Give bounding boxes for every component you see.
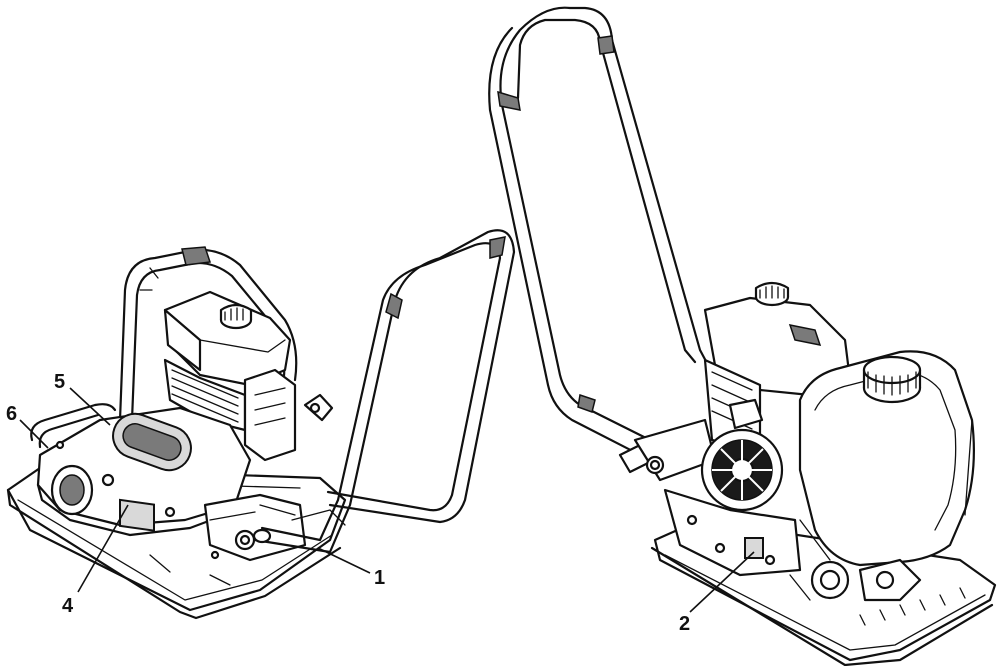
leader-1 xyxy=(317,547,371,574)
left-callouts: 1 4 5 6 xyxy=(6,371,385,617)
left-belt-guard xyxy=(36,406,252,537)
right-callouts: 2 xyxy=(679,551,755,635)
callout-4: 4 xyxy=(62,595,74,617)
callout-2: 2 xyxy=(679,613,690,635)
leader-2 xyxy=(689,551,755,613)
callout-6: 6 xyxy=(6,403,17,425)
callout-5: 5 xyxy=(54,371,65,393)
callout-1: 1 xyxy=(374,567,385,589)
right-guide-handle xyxy=(488,6,717,482)
left-compactor: 1 4 5 6 xyxy=(6,229,516,620)
left-engine xyxy=(163,290,334,462)
leader-4 xyxy=(77,504,129,593)
right-fuel-tank xyxy=(798,350,975,567)
left-guide-handle xyxy=(252,229,516,554)
right-compactor: 2 xyxy=(488,6,997,666)
leader-6 xyxy=(19,419,49,449)
right-engine xyxy=(703,281,852,452)
right-lower-housing xyxy=(663,488,922,602)
leader-5 xyxy=(69,387,111,426)
right-recoil-starter xyxy=(700,398,784,512)
